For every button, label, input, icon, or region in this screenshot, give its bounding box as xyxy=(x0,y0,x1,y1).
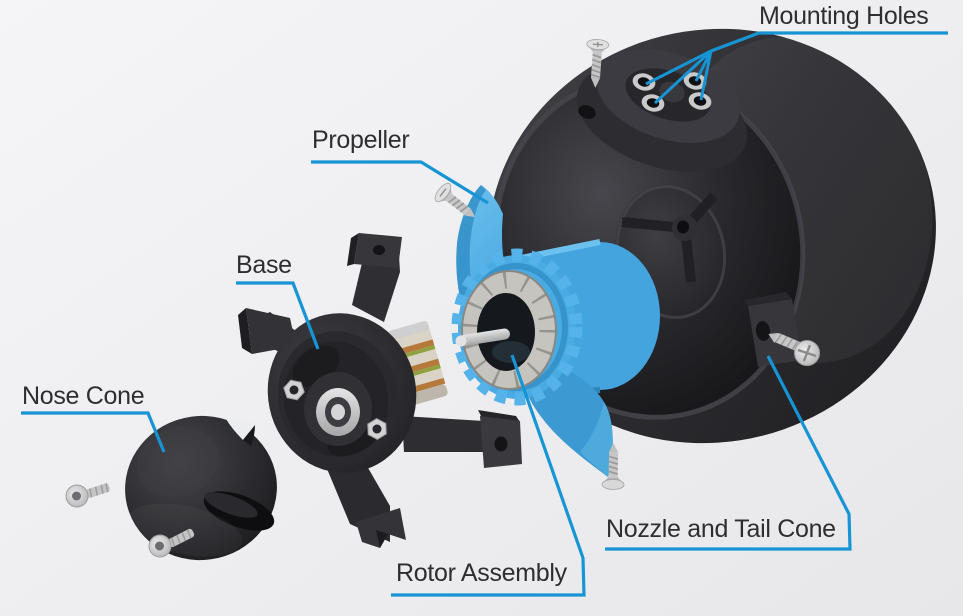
callout-rotor-assembly xyxy=(391,354,586,597)
screw xyxy=(65,483,110,508)
screw xyxy=(601,442,625,490)
callout-fan-line xyxy=(653,49,713,105)
rotor-part xyxy=(455,270,557,390)
nose-cone-part xyxy=(125,415,277,561)
callout-propeller xyxy=(311,160,489,205)
screw xyxy=(148,528,195,558)
callout-nose-cone xyxy=(21,411,166,453)
callout-mounting-holes xyxy=(710,31,948,53)
nozzle-part xyxy=(488,28,936,444)
base-part xyxy=(238,233,522,548)
hex-nut xyxy=(283,379,305,401)
callout-lines xyxy=(21,31,948,597)
callout-nozzle-tail-cone xyxy=(605,355,852,551)
screw xyxy=(586,39,610,88)
rotor-shaft xyxy=(458,328,510,346)
mounting-hole xyxy=(688,92,712,110)
label-nose-cone: Nose Cone xyxy=(22,382,145,410)
base-arm-top xyxy=(347,233,402,322)
base-arm-right xyxy=(402,410,522,468)
label-propeller: Propeller xyxy=(312,126,410,154)
callout-fan-line xyxy=(699,50,713,101)
callout-fan-line xyxy=(645,49,712,86)
screw xyxy=(768,332,820,366)
hex-nut xyxy=(367,418,387,440)
label-base: Base xyxy=(236,251,292,279)
label-mounting-holes: Mounting Holes xyxy=(759,2,929,30)
label-rotor-assembly: Rotor Assembly xyxy=(396,559,567,587)
screw xyxy=(434,182,476,218)
mounting-bracket xyxy=(576,49,748,172)
nozzle-screw-tab xyxy=(744,292,802,367)
label-nozzle-tail-cone: Nozzle and Tail Cone xyxy=(606,515,836,543)
callout-base xyxy=(236,281,320,350)
